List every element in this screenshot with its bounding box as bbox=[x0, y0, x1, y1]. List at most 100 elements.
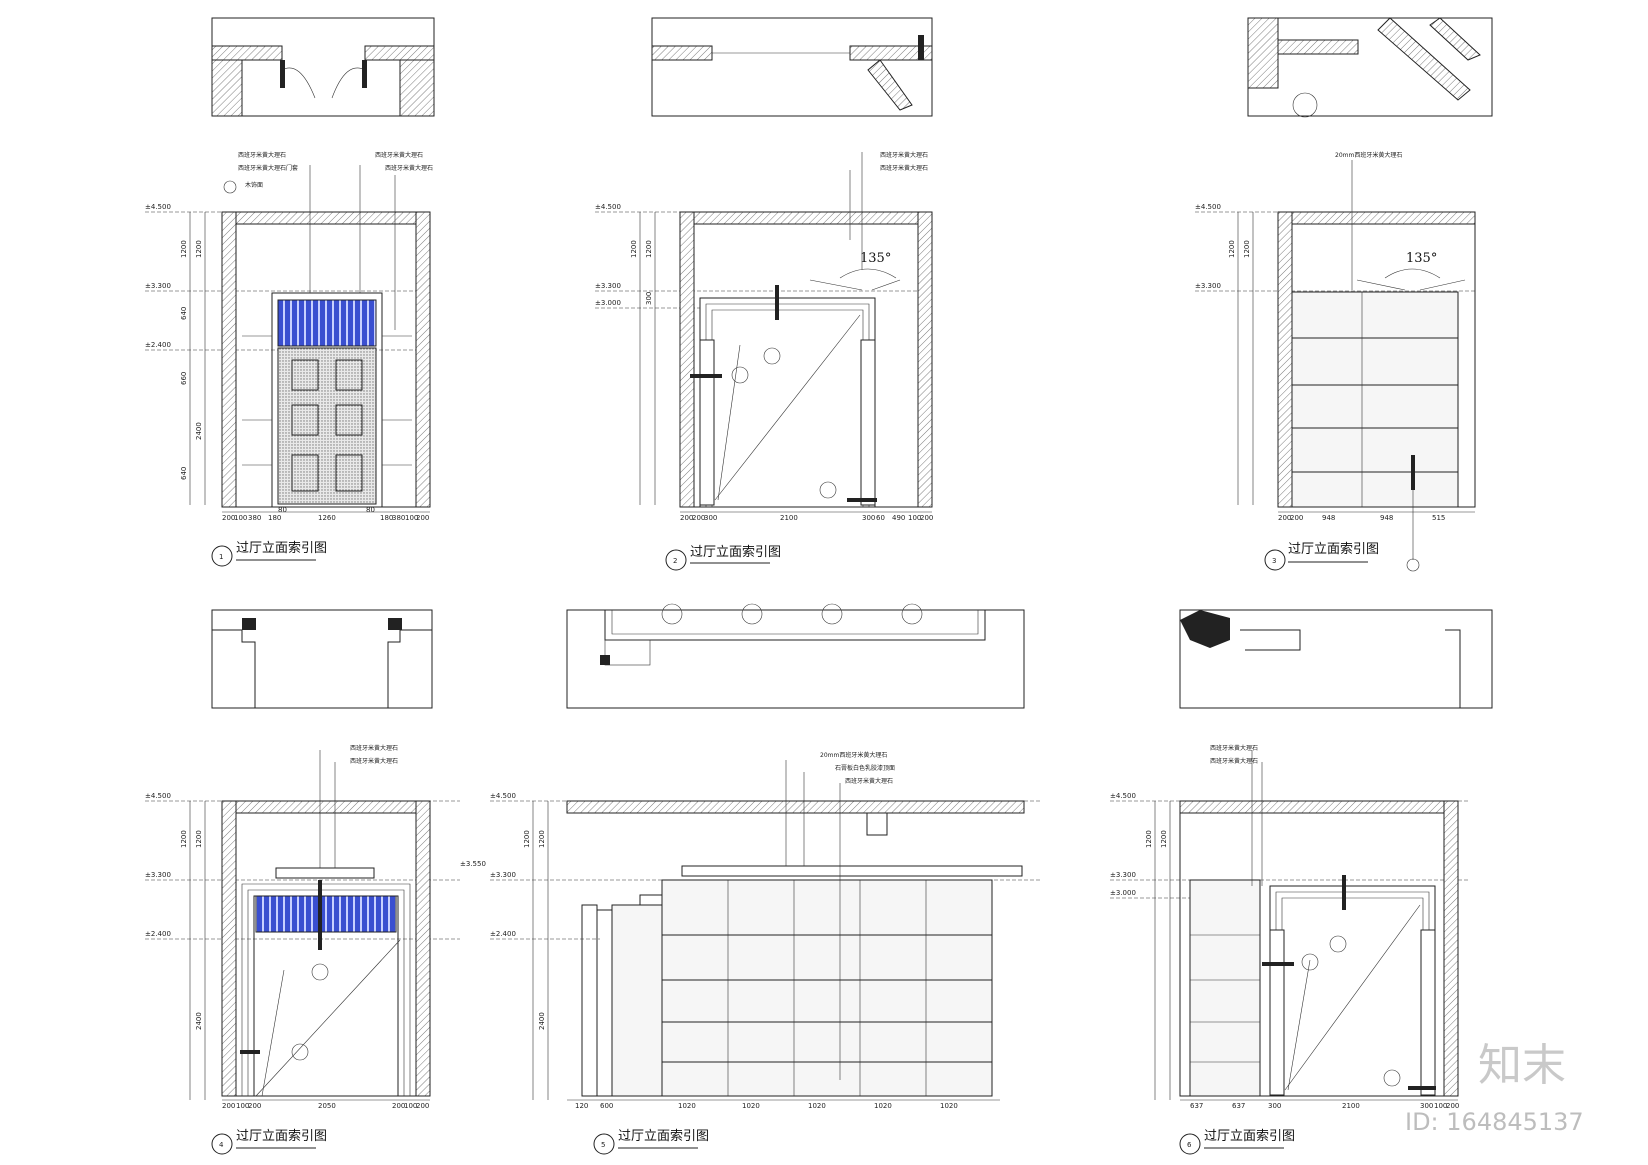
horizontal-dimension: 200 bbox=[692, 514, 705, 522]
horizontal-dimension: 1020 bbox=[742, 1102, 760, 1110]
elevation-6: ±4.500 ±3.300 ±3.000 1200 1200 西班牙米黄大理石 bbox=[1110, 744, 1470, 1155]
level-label: ±2.400 bbox=[145, 341, 171, 349]
horizontal-dimension: 2050 bbox=[318, 1102, 336, 1110]
vertical-dimension: 2400 bbox=[195, 422, 203, 440]
horizontal-dimension: 100 bbox=[404, 1102, 417, 1110]
elevation-5: ±4.500 ±3.550 ±3.300 ±2.400 1200 1200 24… bbox=[460, 751, 1040, 1155]
drawing-title: 过厅立面索引图 bbox=[236, 1129, 327, 1144]
horizontal-dimension: 300 bbox=[704, 514, 717, 522]
drawing-number: 6 bbox=[1187, 1141, 1192, 1149]
drawing-number: 1 bbox=[219, 553, 223, 561]
horizontal-dimension: 200 bbox=[1278, 514, 1291, 522]
level-label: ±3.300 bbox=[1110, 871, 1136, 879]
horizontal-dimension: 80 bbox=[278, 506, 287, 514]
material-note: 西班牙米黄大理石 bbox=[880, 164, 928, 172]
horizontal-dimension: 1260 bbox=[318, 514, 336, 522]
horizontal-dimension: 100 bbox=[405, 514, 418, 522]
vertical-dimension: 1200 bbox=[195, 240, 203, 258]
plan-snippet-1 bbox=[211, 17, 435, 117]
horizontal-dimension: 1020 bbox=[874, 1102, 892, 1110]
angle-label: 135° bbox=[860, 251, 891, 266]
material-note: 20mm西班牙米黄大理石 bbox=[820, 751, 887, 759]
horizontal-dimension: 200 bbox=[222, 1102, 235, 1110]
level-label: ±2.400 bbox=[145, 930, 171, 938]
vertical-dimension: 1200 bbox=[1145, 830, 1153, 848]
vertical-dimension: 1200 bbox=[1228, 240, 1236, 258]
material-note: 西班牙米黄大理石 bbox=[375, 151, 423, 159]
horizontal-dimension: 1020 bbox=[808, 1102, 826, 1110]
horizontal-dimension: 180 bbox=[268, 514, 281, 522]
horizontal-dimension: 2100 bbox=[1342, 1102, 1360, 1110]
watermark-id: ID: 164845137 bbox=[1405, 1108, 1584, 1136]
level-label: ±4.500 bbox=[145, 792, 171, 800]
watermark: 知末 ID: 164845137 bbox=[1405, 1040, 1584, 1136]
horizontal-dimension: 200 bbox=[1446, 1102, 1459, 1110]
horizontal-dimension: 100 bbox=[234, 514, 247, 522]
material-note: 西班牙米黄大理石 bbox=[845, 777, 893, 785]
horizontal-dimension: 490 bbox=[892, 514, 905, 522]
plan-snippet-5 bbox=[566, 603, 1025, 709]
vertical-dimension: 1200 bbox=[630, 240, 638, 258]
drawing-title: 过厅立面索引图 bbox=[1288, 542, 1379, 557]
horizontal-dimension: 948 bbox=[1322, 514, 1335, 522]
elevation-4: ±4.500 ±3.300 ±2.400 1200 1200 2400 西班牙米… bbox=[145, 744, 460, 1155]
horizontal-dimension: 200 bbox=[392, 1102, 405, 1110]
material-note: 20mm西班牙米黄大理石 bbox=[1335, 151, 1402, 159]
vertical-dimension: 1200 bbox=[180, 240, 188, 258]
material-note: 西班牙米黄大理石 bbox=[1210, 757, 1258, 765]
level-label: ±4.500 bbox=[145, 203, 171, 211]
vertical-dimension: 1200 bbox=[1160, 830, 1168, 848]
horizontal-dimension: 2100 bbox=[780, 514, 798, 522]
watermark-brand: 知末 bbox=[1478, 1040, 1566, 1091]
horizontal-dimension: 200 bbox=[1290, 514, 1303, 522]
level-label: ±3.000 bbox=[1110, 889, 1136, 897]
drawing-number: 5 bbox=[601, 1141, 605, 1149]
vertical-dimension: 640 bbox=[180, 467, 188, 480]
horizontal-dimension: 100 bbox=[908, 514, 921, 522]
horizontal-dimension: 1020 bbox=[678, 1102, 696, 1110]
horizontal-dimension: 80 bbox=[366, 506, 375, 514]
horizontal-dimension: 100 bbox=[1434, 1102, 1447, 1110]
level-label: ±4.500 bbox=[595, 203, 621, 211]
drawing-number: 2 bbox=[673, 557, 677, 565]
level-label: ±2.400 bbox=[490, 930, 516, 938]
level-label: ±4.500 bbox=[490, 792, 516, 800]
plan-snippet-4 bbox=[211, 609, 433, 709]
material-note: 西班牙米黄大理石 bbox=[350, 757, 398, 765]
horizontal-dimension: 200 bbox=[416, 1102, 429, 1110]
horizontal-dimension: 200 bbox=[416, 514, 429, 522]
horizontal-dimension: 380 bbox=[392, 514, 405, 522]
vertical-dimension: 1200 bbox=[645, 240, 653, 258]
drawing-title: 过厅立面索引图 bbox=[1204, 1129, 1295, 1144]
level-label: ±3.300 bbox=[1195, 282, 1221, 290]
horizontal-dimension: 515 bbox=[1432, 514, 1445, 522]
horizontal-dimension: 300 bbox=[1420, 1102, 1433, 1110]
elevation-3: ±4.500 ±3.300 1200 1200 135° 20mm西班牙米黄大理… bbox=[1195, 151, 1476, 572]
plan-snippet-2 bbox=[651, 17, 933, 117]
horizontal-dimension: 180 bbox=[380, 514, 393, 522]
material-note: 石膏板白色乳胶漆顶面 bbox=[835, 764, 895, 772]
level-label: ±3.300 bbox=[145, 871, 171, 879]
level-label: ±3.300 bbox=[595, 282, 621, 290]
level-label: ±4.500 bbox=[1195, 203, 1221, 211]
material-note: 西班牙米黄大理石门套 bbox=[238, 164, 298, 172]
vertical-dimension: 1200 bbox=[1243, 240, 1251, 258]
horizontal-dimension: 200 bbox=[222, 514, 235, 522]
level-label: ±3.000 bbox=[595, 299, 621, 307]
elevation-1: ±4.500 ±3.300 ±2.400 1200 1200 640 660 2… bbox=[145, 151, 433, 567]
vertical-dimension: 1200 bbox=[538, 830, 546, 848]
horizontal-dimension: 200 bbox=[248, 1102, 261, 1110]
vertical-dimension: 1200 bbox=[180, 830, 188, 848]
horizontal-dimension: 300 bbox=[1268, 1102, 1281, 1110]
horizontal-dimension: 600 bbox=[600, 1102, 613, 1110]
horizontal-dimension: 200 bbox=[680, 514, 693, 522]
level-label: ±3.550 bbox=[460, 860, 486, 868]
vertical-dimension: 660 bbox=[180, 372, 188, 385]
level-label: ±4.500 bbox=[1110, 792, 1136, 800]
horizontal-dimension: 1020 bbox=[940, 1102, 958, 1110]
level-label: ±3.300 bbox=[145, 282, 171, 290]
horizontal-dimension: 637 bbox=[1190, 1102, 1203, 1110]
level-label: ±3.300 bbox=[490, 871, 516, 879]
drawing-title: 过厅立面索引图 bbox=[236, 541, 327, 556]
